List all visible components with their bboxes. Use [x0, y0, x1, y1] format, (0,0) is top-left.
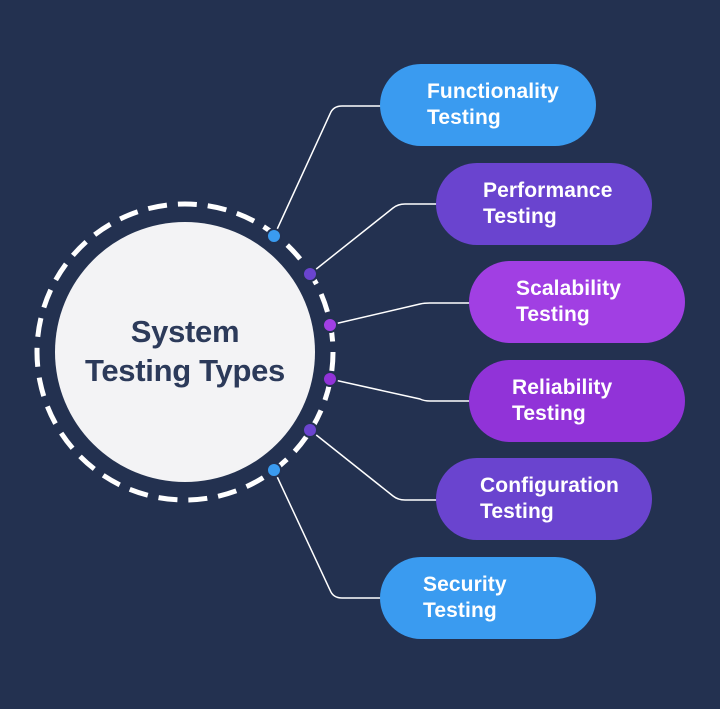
- pill-scalability-testing: Scalability Testing: [469, 261, 685, 343]
- pill-functionality-testing: Functionality Testing: [380, 64, 596, 146]
- dashed-ring: [34, 201, 336, 503]
- connector-dot-reliability: [322, 371, 338, 387]
- pill-label-line1: Performance: [483, 179, 613, 202]
- center-title-line1: System: [130, 314, 240, 349]
- center-circle: [55, 222, 315, 482]
- pill-security-testing: Security Testing: [380, 557, 596, 639]
- connector-dot-security: [266, 462, 282, 478]
- pill-label-line2: Testing: [516, 303, 590, 326]
- pill-label-line1: Scalability: [516, 277, 621, 300]
- pill-configuration-testing: Configuration Testing: [436, 458, 652, 540]
- connector-line-functionality: [273, 105, 400, 237]
- center-title: System Testing Types: [56, 222, 314, 480]
- pill-reliability-testing: Reliability Testing: [469, 360, 685, 442]
- center-title-line2: Testing Types: [85, 353, 285, 388]
- pill-label-line2: Testing: [480, 500, 554, 523]
- connector-line-configuration: [309, 429, 456, 501]
- connector-line-scalability: [329, 302, 488, 326]
- pill-label-line2: Testing: [423, 599, 497, 622]
- pill-label-line1: Reliability: [512, 376, 613, 399]
- connector-dot-functionality: [266, 228, 282, 244]
- pill-label-line2: Testing: [427, 106, 501, 129]
- connector-dot-performance: [302, 266, 318, 282]
- pill-label-line1: Security: [423, 573, 507, 596]
- pill-label-line1: Configuration: [480, 474, 619, 497]
- connector-dot-scalability: [322, 317, 338, 333]
- pill-label-line2: Testing: [512, 402, 586, 425]
- pill-label-line2: Testing: [483, 205, 557, 228]
- connector-line-reliability: [329, 378, 488, 402]
- pill-label-line1: Functionality: [427, 80, 559, 103]
- connector-dot-configuration: [302, 422, 318, 438]
- connector-line-performance: [309, 203, 456, 275]
- connector-line-security: [273, 469, 400, 599]
- pill-performance-testing: Performance Testing: [436, 163, 652, 245]
